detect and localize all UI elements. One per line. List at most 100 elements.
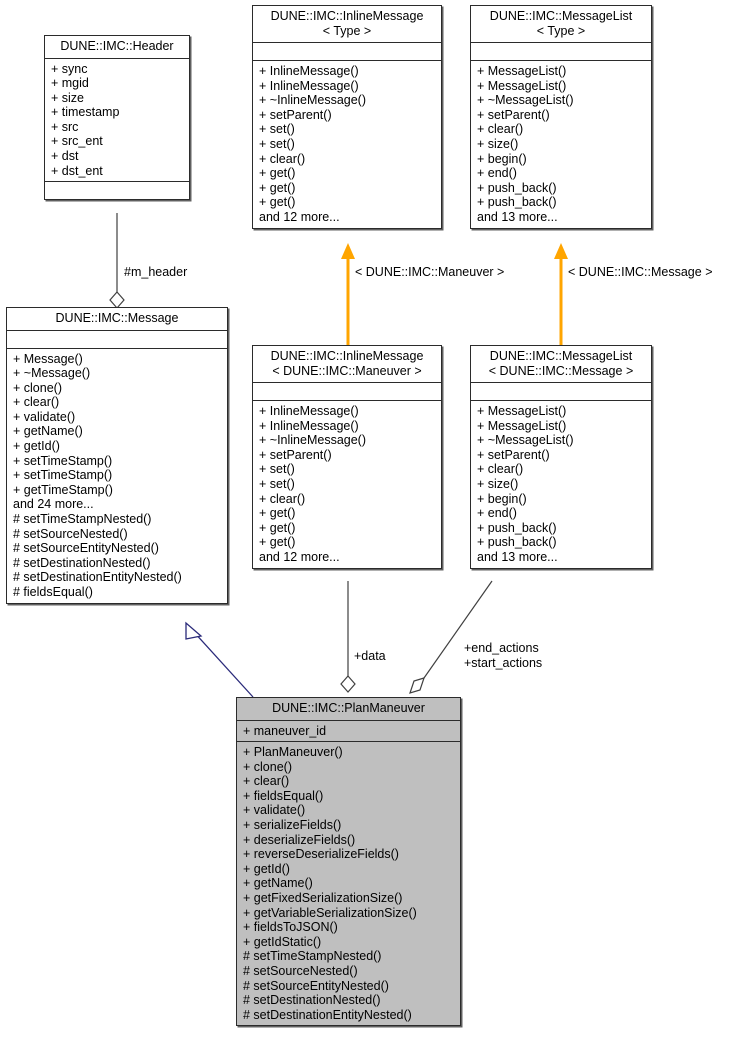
class-methods-inline-message-maneuver: + InlineMessage() + InlineMessage() + ~I…: [253, 400, 441, 568]
method-row: + begin(): [477, 151, 527, 166]
method-row: + InlineMessage(): [259, 418, 359, 433]
method-row: + serializeFields(): [243, 818, 342, 833]
method-row-more: and 13 more...: [477, 209, 558, 224]
edge-label-text: +data: [354, 649, 386, 663]
method-row: + getVariableSerializationSize(): [243, 905, 417, 920]
edge-actions-aggregation: [409, 580, 493, 694]
method-row: + getName(): [243, 876, 313, 891]
method-row: + set(): [259, 136, 295, 151]
attribute-row: + dst_ent: [51, 163, 103, 178]
attribute-row: + timestamp: [51, 105, 120, 120]
method-row: + set(): [259, 122, 295, 137]
class-title-header: DUNE::IMC::Header: [45, 36, 189, 58]
method-row: # setDestinationNested(): [13, 555, 151, 570]
class-title-text: DUNE::IMC::MessageList: [489, 349, 633, 363]
edge-label-m-header: #m_header: [124, 265, 187, 280]
method-row: + ~MessageList(): [477, 93, 574, 108]
class-attributes-message-list-message-empty: [471, 382, 651, 400]
method-row: + size(): [477, 476, 519, 491]
class-title-message-list-type: DUNE::IMC::MessageList < Type >: [471, 6, 651, 42]
attribute-row: + mgid: [51, 76, 89, 91]
class-box-inline-message-type[interactable]: DUNE::IMC::InlineMessage < Type > + Inli…: [252, 5, 442, 229]
method-row: + PlanManeuver(): [243, 745, 343, 760]
edge-template-inlinemessage: [341, 243, 355, 345]
class-title-template-params: < DUNE::IMC::Message >: [488, 363, 634, 378]
edge-label-template-maneuver: < DUNE::IMC::Maneuver >: [355, 265, 504, 280]
method-row: # setSourceNested(): [13, 526, 128, 541]
method-row: + push_back(): [477, 180, 557, 195]
attribute-row: + src: [51, 119, 79, 134]
method-row: + InlineMessage(): [259, 64, 359, 78]
method-row: # setDestinationNested(): [243, 993, 381, 1008]
class-box-inline-message-maneuver[interactable]: DUNE::IMC::InlineMessage < DUNE::IMC::Ma…: [252, 345, 442, 569]
class-title-template-params: < Type >: [536, 23, 586, 38]
class-methods-message-list-message: + MessageList() + MessageList() + ~Messa…: [471, 400, 651, 568]
method-row: + getIdStatic(): [243, 934, 322, 949]
method-row: + setTimeStamp(): [13, 453, 113, 468]
class-box-header[interactable]: DUNE::IMC::Header + sync + mgid + size +…: [44, 35, 190, 201]
method-row: # setTimeStampNested(): [243, 949, 382, 964]
edge-label-data: +data: [354, 649, 386, 664]
method-row: + setParent(): [259, 447, 332, 462]
edge-label-text: #m_header: [124, 265, 188, 279]
method-row: # setDestinationEntityNested(): [13, 570, 182, 585]
method-row: + MessageList(): [477, 64, 567, 78]
method-row: + fieldsEqual(): [243, 788, 324, 803]
class-attributes-inline-message-type-empty: [253, 42, 441, 60]
edge-label-actions: +end_actions +start_actions: [464, 641, 542, 670]
attribute-row: + size: [51, 90, 85, 105]
method-row: + get(): [259, 180, 296, 195]
class-title-text: DUNE::IMC::Message: [55, 311, 179, 325]
method-row: + validate(): [243, 803, 306, 818]
method-row: + clone(): [13, 380, 62, 395]
method-row: + push_back(): [477, 520, 557, 535]
method-row: + setTimeStamp(): [13, 468, 113, 483]
method-row: + end(): [477, 166, 517, 181]
class-attributes-message-list-type-empty: [471, 42, 651, 60]
method-row: + set(): [259, 476, 295, 491]
method-row: + clear(): [243, 774, 290, 789]
class-methods-inline-message-type: + InlineMessage() + InlineMessage() + ~I…: [253, 60, 441, 228]
method-row: + clear(): [13, 395, 60, 410]
method-row: + set(): [259, 462, 295, 477]
method-row: # setDestinationEntityNested(): [243, 1007, 412, 1022]
method-row: + begin(): [477, 491, 527, 506]
class-attributes-message-empty: [7, 329, 227, 348]
method-row: + clear(): [477, 462, 524, 477]
method-row-more: and 12 more...: [259, 549, 340, 564]
class-box-plan-maneuver[interactable]: DUNE::IMC::PlanManeuver + maneuver_id + …: [236, 697, 461, 1027]
class-box-message-list-type[interactable]: DUNE::IMC::MessageList < Type > + Messag…: [470, 5, 652, 229]
class-methods-plan-maneuver: + PlanManeuver() + clone() + clear() + f…: [237, 741, 460, 1025]
method-row: + clear(): [259, 491, 306, 506]
method-row: + clone(): [243, 759, 292, 774]
class-box-message-list-message[interactable]: DUNE::IMC::MessageList < DUNE::IMC::Mess…: [470, 345, 652, 569]
class-box-message[interactable]: DUNE::IMC::Message + Message() + ~Messag…: [6, 307, 228, 604]
edge-data-aggregation: [340, 581, 356, 693]
method-row: + InlineMessage(): [259, 404, 359, 418]
method-row: + end(): [477, 506, 517, 521]
class-title-text: DUNE::IMC::InlineMessage: [270, 349, 424, 363]
class-title-message-list-message: DUNE::IMC::MessageList < DUNE::IMC::Mess…: [471, 346, 651, 382]
class-attributes-inline-message-maneuver-empty: [253, 382, 441, 400]
edge-label-text: +end_actions: [464, 641, 539, 655]
method-row: + InlineMessage(): [259, 78, 359, 93]
class-title-plan-maneuver: DUNE::IMC::PlanManeuver: [237, 698, 460, 720]
method-row: + MessageList(): [477, 78, 567, 93]
class-attributes-plan-maneuver: + maneuver_id: [237, 719, 460, 742]
class-title-template-params: < DUNE::IMC::Maneuver >: [272, 363, 422, 378]
class-methods-message: + Message() + ~Message() + clone() + cle…: [7, 347, 227, 603]
method-row: + Message(): [13, 351, 83, 366]
attribute-row: + maneuver_id: [243, 723, 327, 738]
method-row: + clear(): [259, 151, 306, 166]
class-title-text: DUNE::IMC::MessageList: [489, 9, 633, 23]
edge-header-to-message: [109, 213, 125, 309]
class-title-text: DUNE::IMC::PlanManeuver: [272, 701, 425, 715]
method-row: # setSourceNested(): [243, 964, 358, 978]
class-title-text: DUNE::IMC::Header: [60, 39, 174, 53]
edge-label-text: < DUNE::IMC::Message >: [568, 265, 713, 279]
class-title-inline-message-type: DUNE::IMC::InlineMessage < Type >: [253, 6, 441, 42]
class-title-text: DUNE::IMC::InlineMessage: [270, 9, 424, 23]
method-row: + setParent(): [477, 447, 550, 462]
method-row: # fieldsEqual(): [13, 585, 93, 599]
